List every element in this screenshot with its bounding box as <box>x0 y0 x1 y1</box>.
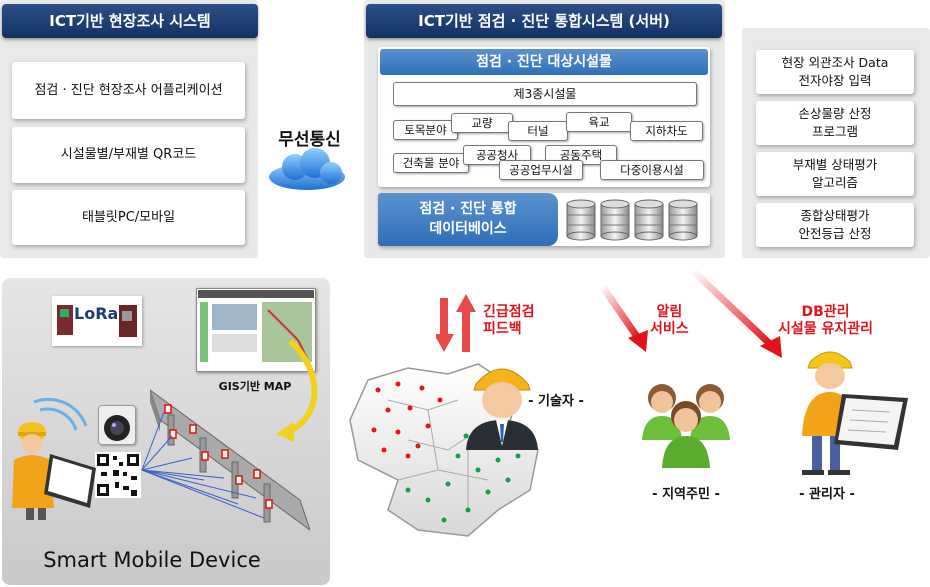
category-civil: 토목분야 <box>393 120 458 140</box>
db-label: DB관리 시설물 유지관리 <box>778 304 874 337</box>
lora-logo: LoRa <box>74 304 119 323</box>
alert-arrow-icon <box>599 284 648 352</box>
manager-label: - 관리자 - <box>799 487 855 502</box>
field-inspector-icon <box>12 397 96 520</box>
residents-icon <box>642 384 730 468</box>
category-tunnel: 터널 <box>508 121 568 141</box>
function-safety-grade: 종합상태평가 안전등급 산정 <box>756 203 914 247</box>
category-building: 건축물 분야 <box>393 153 469 173</box>
field-survey-item-tablet: 태블릿PC/모바일 <box>12 190 245 245</box>
targets-title: 점검 · 진단 대상시설물 <box>380 49 708 75</box>
engineer-icon <box>466 368 538 450</box>
category-overpass: 육교 <box>566 112 632 132</box>
mobile-caption: Smart Mobile Device <box>43 548 261 572</box>
function-damage-quantity: 손상물량 산정 프로그램 <box>756 101 914 145</box>
category-underpass: 지하차도 <box>630 121 703 141</box>
residents-label: - 지역주민 - <box>652 487 720 502</box>
feedback-arrows-icon <box>436 294 476 352</box>
db-arrow-icon <box>689 267 782 358</box>
engineer-label: - 기술자 - <box>528 394 584 409</box>
category-multi-use: 다중이용시설 <box>600 160 704 180</box>
category-public-office: 공공청사 <box>463 145 531 165</box>
bridge-illustration <box>150 389 310 531</box>
qr-code-icon <box>95 452 141 498</box>
cloud-icon <box>269 148 345 190</box>
field-survey-item-qr: 시설물별/부재별 QR코드 <box>12 127 245 183</box>
server-title: ICT기반 점검 · 진단 통합시스템 (서버) <box>366 4 722 38</box>
field-survey-item-app: 점검 · 진단 현장조사 어플리케이션 <box>12 62 245 119</box>
alert-label: 알림 서비스 <box>650 304 689 337</box>
function-member-evaluation: 부재별 상태평가 알고리즘 <box>756 152 914 196</box>
camera-lens-icon <box>104 415 130 441</box>
gis-map-label: GIS기반 MAP <box>218 380 292 393</box>
qr-link-lines <box>141 411 265 519</box>
manager-icon <box>802 351 908 475</box>
class3-label: 제3종시설물 <box>393 82 697 106</box>
sensor-board-icon <box>57 305 137 337</box>
curved-arrow-icon <box>276 338 318 442</box>
field-survey-title: ICT기반 현장조사 시스템 <box>2 4 258 38</box>
category-public-business: 공공업무시설 <box>499 160 583 180</box>
feedback-label: 긴급점검 피드백 <box>483 304 535 337</box>
database-icon <box>566 199 698 241</box>
wireless-label: 무선통신 <box>278 130 341 150</box>
category-bridge: 교량 <box>451 113 513 133</box>
function-field-data: 현장 외관조사 Data 전자야장 입력 <box>756 50 914 94</box>
database-label: 점검 · 진단 통합 데이터베이스 <box>378 193 558 246</box>
